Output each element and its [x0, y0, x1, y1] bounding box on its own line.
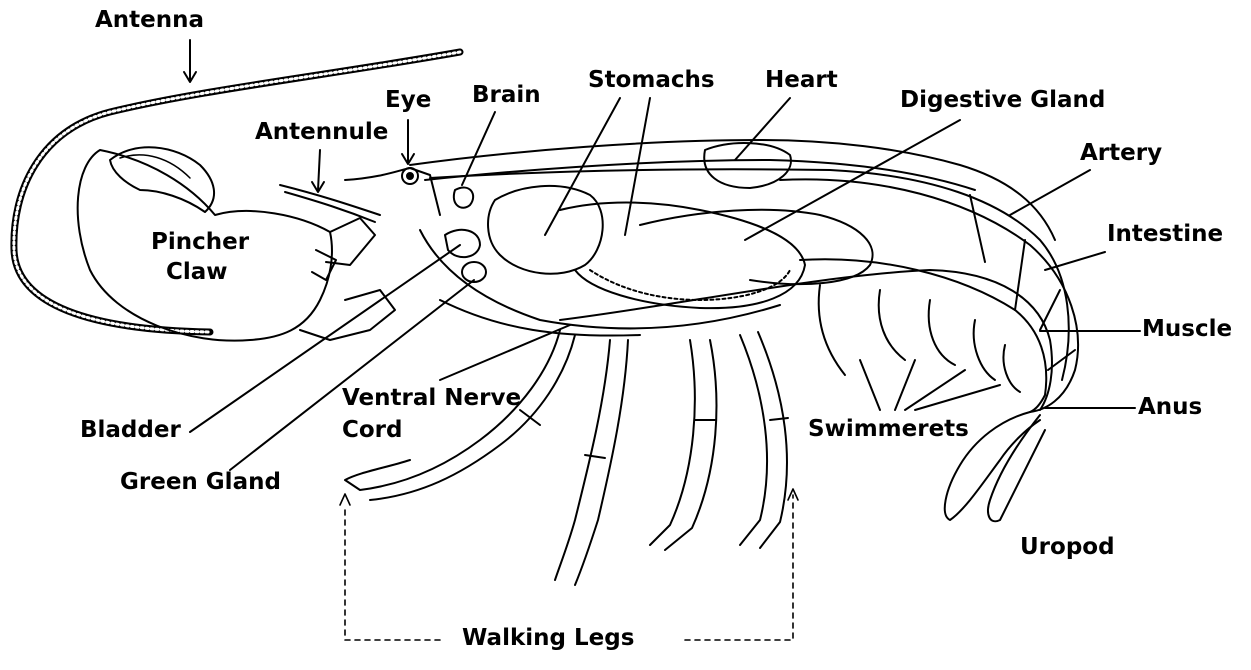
- walking-leg-4: [740, 335, 767, 545]
- label-artery: Artery: [1080, 141, 1162, 167]
- label-muscle: Muscle: [1142, 317, 1232, 343]
- label-walking-legs: Walking Legs: [462, 626, 634, 652]
- label-ventral-nerve-line1: Ventral Nerve: [342, 386, 521, 412]
- brain-shape: [454, 188, 473, 208]
- antennule-pointer: [318, 150, 320, 190]
- abdomen-shape: [780, 179, 1078, 412]
- heart-shape: [704, 143, 791, 188]
- label-green-gland: Green Gland: [120, 470, 281, 496]
- swimmerets-pointer-2: [895, 360, 915, 410]
- ventral-nerve-pointer: [440, 325, 570, 380]
- artery-pointer: [1010, 170, 1090, 215]
- label-digestive-gland: Digestive Gland: [900, 88, 1105, 114]
- label-eye: Eye: [385, 88, 431, 114]
- stomachs-pointer-2: [625, 98, 650, 235]
- walking-legs-bracket: [345, 495, 793, 640]
- label-antennule: Antennule: [255, 120, 388, 146]
- label-pincher-claw-line1: Pincher: [151, 230, 249, 256]
- swimmerets-pointer-4: [915, 385, 1000, 410]
- carapace-shape: [410, 140, 1055, 240]
- label-uropod: Uropod: [1020, 535, 1115, 561]
- label-pincher-claw-line2: Claw: [166, 260, 228, 286]
- label-intestine: Intestine: [1107, 222, 1223, 248]
- stomachs-shape: [488, 186, 603, 274]
- label-heart: Heart: [765, 68, 838, 94]
- label-brain: Brain: [472, 83, 541, 109]
- walking-leg-3: [650, 340, 695, 545]
- label-antenna: Antenna: [95, 8, 204, 34]
- swimmerets-shape: [819, 285, 845, 375]
- swimmerets-pointer-1: [860, 360, 880, 410]
- label-swimmerets: Swimmerets: [808, 417, 969, 443]
- label-ventral-nerve-line2: Cord: [342, 418, 403, 444]
- walking-leg-2: [555, 340, 610, 580]
- digestive-gland-shape: [640, 210, 873, 284]
- label-anus: Anus: [1138, 395, 1202, 421]
- label-bladder: Bladder: [80, 418, 181, 444]
- bladder-shape: [445, 230, 480, 257]
- label-stomachs: Stomachs: [588, 68, 715, 94]
- antennule-shape: [280, 185, 380, 215]
- stomachs-pointer-1: [545, 98, 620, 235]
